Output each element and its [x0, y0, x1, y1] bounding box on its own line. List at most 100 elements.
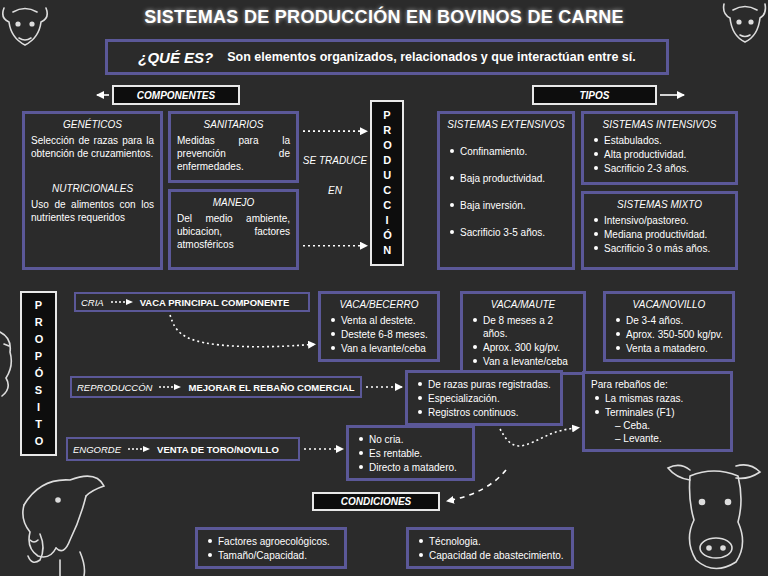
bullet-dot — [359, 437, 363, 441]
box-text: Destete 6-8 meses. — [341, 328, 428, 341]
bullet-item: Tamaño/Capacidad. — [204, 549, 338, 562]
bullet-dot — [418, 410, 422, 414]
bullet-dot — [473, 318, 477, 322]
bullet-item: Sacrificio 3 o más años. — [590, 242, 729, 255]
bullet-dot — [594, 218, 598, 222]
bullet-dot — [359, 465, 363, 469]
box-text: De razas puras registradas. — [428, 378, 551, 391]
box-heading: CONDICIONES — [341, 496, 412, 507]
bullet-item: Confinamiento. — [446, 145, 566, 158]
text-row: Son elementos organizados, relacionados … — [227, 51, 635, 64]
bullet-dot — [450, 176, 454, 180]
bullet-dot — [419, 539, 423, 543]
heading-row: GENÉTICOS — [31, 118, 154, 131]
bullet-item: La mismas razas. — [591, 392, 724, 405]
text-row: Selección de razas para la obtención de … — [31, 134, 154, 160]
dotted-arrow-line — [128, 448, 144, 449]
bullet-item: No cria. — [355, 433, 466, 446]
heading-row: VACA/NOVILLO — [612, 298, 726, 311]
box-text: Baja inversión. — [460, 199, 526, 212]
box-heading: CRIA — [81, 297, 104, 308]
component-box: SANITARIOS Medidas para la prevención de … — [168, 111, 299, 183]
box-text: Baja productividad. — [460, 172, 545, 185]
condition-box: Factores agroecológicos.Tamaño/Capacidad… — [195, 527, 347, 569]
heading-row: NUTRICIONALES — [31, 182, 154, 195]
bullet-dot — [450, 230, 454, 234]
bullet-dot — [594, 246, 598, 250]
detail-box: No cria.Es rentable.Directo a matadero. — [346, 425, 475, 481]
bullet-dot — [359, 451, 363, 455]
box-heading: ENGORDE — [73, 444, 121, 455]
section-tag: COMPONENTES — [112, 85, 240, 105]
bullet-item: Destete 6-8 meses. — [327, 328, 431, 341]
dotted-connector — [303, 245, 367, 247]
vertical-heading: PRODUCCIÓN — [383, 108, 391, 258]
box-heading: SISTEMAS MIXTO — [617, 199, 702, 210]
vertical-band: PROPÓSITO — [20, 291, 57, 456]
detail-box: Para rebaños de:La mismas razas.Terminal… — [582, 371, 733, 452]
dotted-arrow-head — [174, 384, 181, 390]
bullet-dot — [594, 232, 598, 236]
text-row: Uso de alimentos con los nutrientes requ… — [31, 198, 154, 224]
text-row: PROPÓSITO — [35, 297, 43, 450]
bullet-item: Estabulados. — [590, 134, 729, 147]
condition-box: Técnologia.Capacidad de abastecimiento. — [406, 527, 574, 569]
bullet-item: Venta al destete. — [327, 314, 431, 327]
box-heading: REPRODUCCÓN — [77, 382, 152, 393]
heading-row: CRIA — [81, 296, 104, 309]
bullet-item: Baja productividad. — [446, 172, 566, 185]
text-row: Medidas para la prevención de enfermedad… — [177, 134, 290, 173]
connector-note: SE TRADUCE EN — [302, 146, 368, 206]
box-heading: SISTEMAS INTENSIVOS — [603, 119, 717, 130]
heading-row: VACA/MAUTE — [469, 298, 577, 311]
heading-row: SISTEMAS EXTENSIVOS — [446, 118, 566, 131]
text-row: – Levante. — [591, 432, 724, 445]
bullet-item: Es rentable. — [355, 447, 466, 460]
dotted-arrow — [110, 298, 134, 306]
bullet-dot — [450, 203, 454, 207]
text-row: MEJORAR EL REBAÑO COMERCIAL — [188, 381, 354, 394]
branch-arrow — [97, 94, 109, 96]
text-row: PRODUCCIÓN — [383, 108, 391, 258]
bullet-dot — [450, 149, 454, 153]
bullet-dot — [595, 410, 599, 414]
bullet-dot — [419, 553, 423, 557]
bullet-dot — [208, 539, 212, 543]
box-text: Van a levante/ceba — [341, 342, 426, 355]
dotted-arrow-line — [159, 386, 175, 387]
page-title: SISTEMAS DE PRODUCCIÓN EN BOVINOS DE CAR… — [0, 7, 768, 28]
box-heading: VACA/BECERRO — [340, 299, 419, 310]
bullet-item: Capacidad de abastecimiento. — [415, 549, 565, 562]
branch-arrow — [660, 94, 684, 96]
box-heading: COMPONENTES — [137, 90, 215, 101]
vertical-heading: PROPÓSITO — [35, 297, 43, 450]
box-text: Para rebaños de: — [591, 379, 668, 390]
bullet-item: Intensivo/pastoreo. — [590, 214, 729, 227]
bullet-item: Mediana productividad. — [590, 228, 729, 241]
box-text: Del medio ambiente, ubicacion, factores … — [177, 213, 290, 250]
box-heading: MANEJO — [213, 197, 255, 208]
cow-head-top-left — [3, 8, 47, 45]
dotted-connector — [304, 448, 343, 450]
heading-row: ENGORDE — [73, 443, 121, 456]
box-heading: SANITARIOS — [204, 119, 264, 130]
definition-box: ¿QUÉ ES?Son elementos organizados, relac… — [105, 39, 669, 75]
bullet-dot — [473, 359, 477, 363]
bullet-item: Especialización. — [414, 392, 554, 405]
component-box: GENÉTICOS Selección de razas para la obte… — [22, 111, 163, 270]
text-row: – Ceba. — [591, 419, 724, 432]
box-text: Selección de razas para la obtención de … — [31, 135, 154, 159]
box-text: Venta al destete. — [341, 314, 416, 327]
text-row: VENTA DE TORO/NOVILLO — [157, 443, 279, 456]
box-text: No cria. — [369, 433, 403, 446]
box-text: Sacrificio 3-5 años. — [460, 226, 545, 239]
bullet-dot — [616, 346, 620, 350]
bullet-item: Factores agroecológicos. — [204, 535, 338, 548]
bullet-item: Sacrificio 3-5 años. — [446, 226, 566, 239]
box-text: MEJORAR EL REBAÑO COMERCIAL — [188, 382, 354, 393]
box-text: Es rentable. — [369, 447, 422, 460]
bullet-item: Registros continuos. — [414, 406, 554, 419]
cow-side-left — [0, 332, 11, 396]
box-text: VACA PRINCIPAL COMPONENTE — [140, 297, 290, 308]
heading-row: CONDICIONES — [341, 495, 412, 508]
